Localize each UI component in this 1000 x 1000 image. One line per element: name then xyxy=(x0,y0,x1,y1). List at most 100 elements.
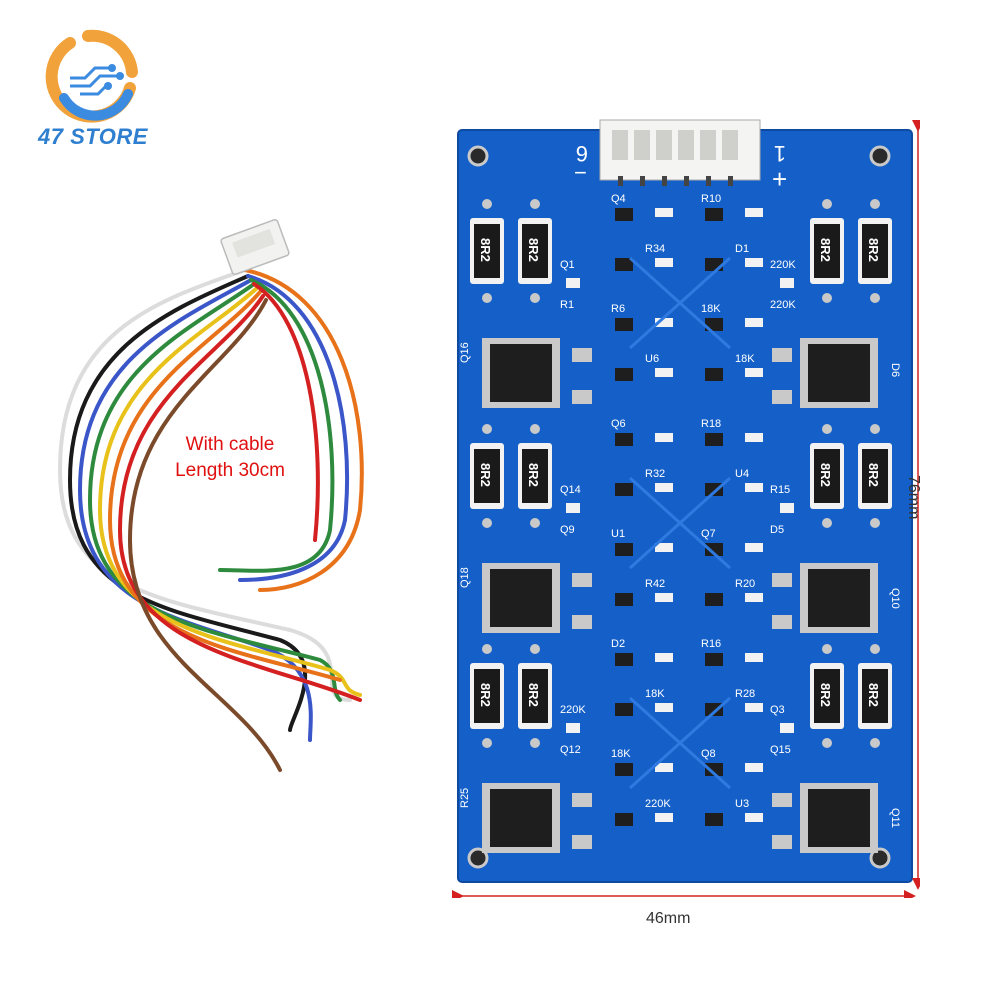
silkscreen-label: Q10 xyxy=(889,588,901,609)
via-pad xyxy=(482,424,492,434)
smd-resistor xyxy=(745,593,763,602)
silkscreen-label: 18K xyxy=(701,303,721,315)
resistor-marking: 8R2 xyxy=(818,463,833,487)
silkscreen-label: D1 xyxy=(735,243,749,255)
mosfet-pad xyxy=(772,835,792,849)
mosfet-body xyxy=(808,344,870,402)
resistor-body xyxy=(862,449,888,503)
mosfet-body xyxy=(490,789,552,847)
smd-led xyxy=(566,723,580,733)
silkscreen-label: R1 xyxy=(560,299,574,311)
via-pad xyxy=(870,424,880,434)
via-pad xyxy=(482,199,492,209)
resistor-marking: 8R2 xyxy=(866,238,881,262)
silkscreen-label: R32 xyxy=(645,468,665,480)
smd-transistor xyxy=(705,543,723,556)
via-pad xyxy=(482,644,492,654)
mosfet-pad xyxy=(572,615,592,629)
store-name: 47 STORE xyxy=(38,124,148,149)
smd-transistor xyxy=(705,763,723,776)
mosfet-body xyxy=(808,569,870,627)
smd-transistor xyxy=(615,208,633,221)
smd-transistor xyxy=(615,368,633,381)
via-pad xyxy=(822,644,832,654)
via-pad xyxy=(530,199,540,209)
via-pad xyxy=(530,518,540,528)
resistor-body xyxy=(814,669,840,723)
smd-resistor xyxy=(655,208,673,217)
smd-transistor xyxy=(615,258,633,271)
mosfet-pad xyxy=(572,573,592,587)
silkscreen-label: R34 xyxy=(645,243,665,255)
silkscreen-label: Q3 xyxy=(770,704,785,716)
smd-resistor xyxy=(745,703,763,712)
smd-resistor xyxy=(745,208,763,217)
via-pad xyxy=(870,199,880,209)
smd-resistor xyxy=(655,483,673,492)
via-pad xyxy=(482,518,492,528)
silkscreen-label: 18K xyxy=(645,688,665,700)
resistor-marking: 8R2 xyxy=(478,463,493,487)
silkscreen-label: 220K xyxy=(645,798,671,810)
smd-resistor xyxy=(745,813,763,822)
via-pad xyxy=(530,424,540,434)
resistor-marking: 8R2 xyxy=(478,238,493,262)
silkscreen-label: Q14 xyxy=(560,484,581,496)
via-pad xyxy=(822,293,832,303)
smd-resistor xyxy=(745,368,763,377)
smd-transistor xyxy=(705,703,723,716)
smd-transistor xyxy=(615,483,633,496)
smd-resistor xyxy=(655,703,673,712)
via-pad xyxy=(822,424,832,434)
via-pad xyxy=(870,518,880,528)
smd-transistor xyxy=(615,813,633,826)
smd-resistor xyxy=(745,763,763,772)
pcb-trace xyxy=(628,476,732,570)
mosfet-body xyxy=(490,569,552,627)
smd-led xyxy=(566,278,580,288)
silkscreen-label: R20 xyxy=(735,578,755,590)
resistor-marking: 8R2 xyxy=(818,683,833,707)
resistor-marking: 8R2 xyxy=(866,463,881,487)
cable-caption-line-1: With cable xyxy=(185,434,275,455)
resistor-marking: 8R2 xyxy=(526,463,541,487)
resistor-marking: 8R2 xyxy=(866,683,881,707)
silkscreen-label: Q1 xyxy=(560,259,575,271)
smd-transistor xyxy=(615,318,633,331)
smd-resistor xyxy=(655,433,673,442)
silkscreen-label: 18K xyxy=(735,353,755,365)
resistor-body xyxy=(862,669,888,723)
silkscreen-label: R18 xyxy=(701,418,721,430)
resistor-marking: 8R2 xyxy=(818,238,833,262)
silkscreen-label: U6 xyxy=(645,353,659,365)
mosfet-pad xyxy=(572,793,592,807)
silkscreen-label: R6 xyxy=(611,303,625,315)
mosfet-body xyxy=(808,789,870,847)
via-pad xyxy=(822,199,832,209)
silkscreen-label: Q7 xyxy=(701,528,716,540)
via-pad xyxy=(870,293,880,303)
smd-led xyxy=(780,503,794,513)
silkscreen-label: 220K xyxy=(770,259,796,271)
mosfet-pad xyxy=(572,348,592,362)
via-pad xyxy=(822,518,832,528)
mosfet-pad xyxy=(772,573,792,587)
resistor-body xyxy=(474,224,500,278)
smd-transistor xyxy=(615,653,633,666)
mosfet-body xyxy=(490,344,552,402)
resistor-body xyxy=(814,449,840,503)
pcb-trace xyxy=(628,256,732,350)
cable-caption: With cable Length 30cm xyxy=(150,432,310,484)
silkscreen-label: Q15 xyxy=(770,744,791,756)
silkscreen-label: R16 xyxy=(701,638,721,650)
smd-transistor xyxy=(705,258,723,271)
resistor-body xyxy=(814,224,840,278)
smd-resistor xyxy=(655,763,673,772)
silkscreen-label: R10 xyxy=(701,193,721,205)
connector-sign-minus: − xyxy=(574,160,587,185)
smd-resistor xyxy=(655,543,673,552)
smd-led xyxy=(780,278,794,288)
smd-transistor xyxy=(705,433,723,446)
smd-resistor xyxy=(655,368,673,377)
